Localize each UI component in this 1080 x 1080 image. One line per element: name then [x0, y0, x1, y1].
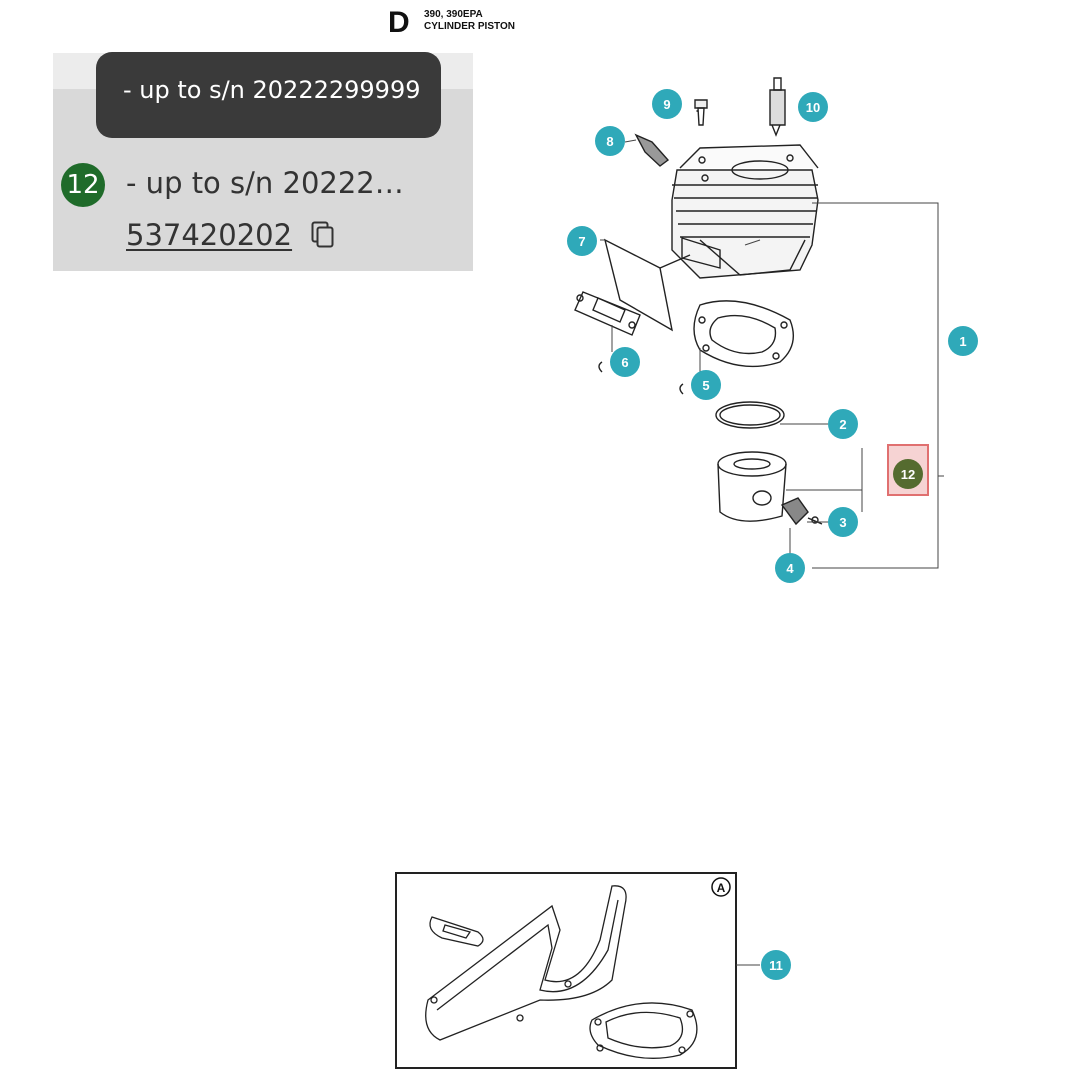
callout-10[interactable]: 10	[798, 92, 828, 122]
svg-text:1: 1	[959, 334, 966, 349]
kit-badge: A	[711, 877, 731, 897]
svg-text:9: 9	[663, 97, 670, 112]
svg-text:6: 6	[621, 355, 628, 370]
callout-8[interactable]: 8	[595, 126, 625, 156]
svg-text:3: 3	[839, 515, 846, 530]
models-label: 390, 390EPA	[424, 9, 483, 20]
svg-text:12: 12	[901, 467, 915, 482]
callout-11[interactable]: 11	[761, 950, 791, 980]
svg-text:7: 7	[578, 234, 585, 249]
callout-6[interactable]: 6	[610, 347, 640, 377]
svg-text:4: 4	[786, 561, 794, 576]
svg-text:11: 11	[769, 958, 783, 973]
callout-2[interactable]: 2	[828, 409, 858, 439]
callout-7[interactable]: 7	[567, 226, 597, 256]
svg-text:8: 8	[606, 134, 613, 149]
callout-3[interactable]: 3	[828, 507, 858, 537]
callout-5[interactable]: 5	[691, 370, 721, 400]
callout-9[interactable]: 9	[652, 89, 682, 119]
svg-text:5: 5	[702, 378, 709, 393]
svg-text:2: 2	[839, 417, 846, 432]
section-header: 390, 390EPA CYLINDER PISTON	[424, 9, 515, 33]
section-letter: D	[388, 6, 410, 39]
tooltip: - up to s/n 20222299999	[96, 52, 441, 138]
svg-text:10: 10	[806, 100, 820, 115]
copy-icon[interactable]	[311, 221, 335, 249]
part-number-link[interactable]: 537420202	[126, 218, 293, 252]
callout-1[interactable]: 1	[948, 326, 978, 356]
callout-12[interactable]: 12	[887, 444, 929, 496]
callout-4[interactable]: 4	[775, 553, 805, 583]
part-description: - up to s/n 20222…	[126, 166, 404, 200]
tooltip-text: - up to s/n 20222299999	[123, 76, 421, 104]
item-number-badge: 12	[61, 163, 105, 207]
section-title: CYLINDER PISTON	[424, 21, 515, 32]
kit-badge-label: A	[717, 881, 726, 895]
